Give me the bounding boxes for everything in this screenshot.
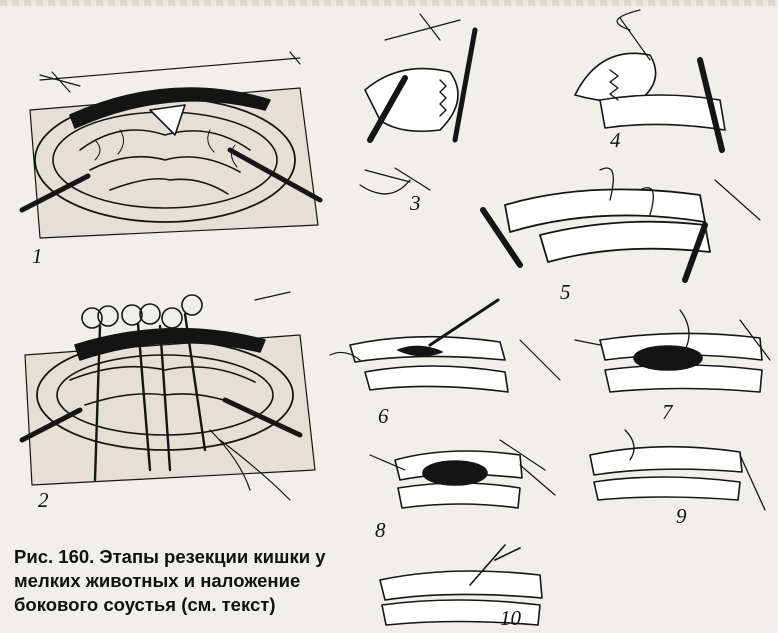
panel-label-5: 5 <box>560 282 571 303</box>
panel-8-drawing <box>370 440 555 508</box>
panel-label-4: 4 <box>610 130 621 151</box>
figure-caption: Рис. 160. Этапы резекции кишки у мелких … <box>14 545 344 617</box>
panel-label-9: 9 <box>676 506 687 527</box>
panel-label-10: 10 <box>500 608 521 629</box>
panel-label-1: 1 <box>32 246 43 267</box>
panel-label-6: 6 <box>378 406 389 427</box>
panel-label-2: 2 <box>38 490 49 511</box>
panel-1-drawing <box>22 52 320 238</box>
panel-label-8: 8 <box>375 520 386 541</box>
panel-label-3: 3 <box>410 193 421 214</box>
panel-4-drawing <box>575 10 725 150</box>
panel-6-drawing <box>330 300 560 392</box>
panel-3-drawing <box>360 14 475 194</box>
panel-2-drawing <box>22 292 315 500</box>
panel-label-7: 7 <box>662 402 673 423</box>
panel-5-drawing <box>483 168 760 280</box>
panel-7-drawing <box>575 310 770 392</box>
panel-9-drawing <box>590 430 765 510</box>
